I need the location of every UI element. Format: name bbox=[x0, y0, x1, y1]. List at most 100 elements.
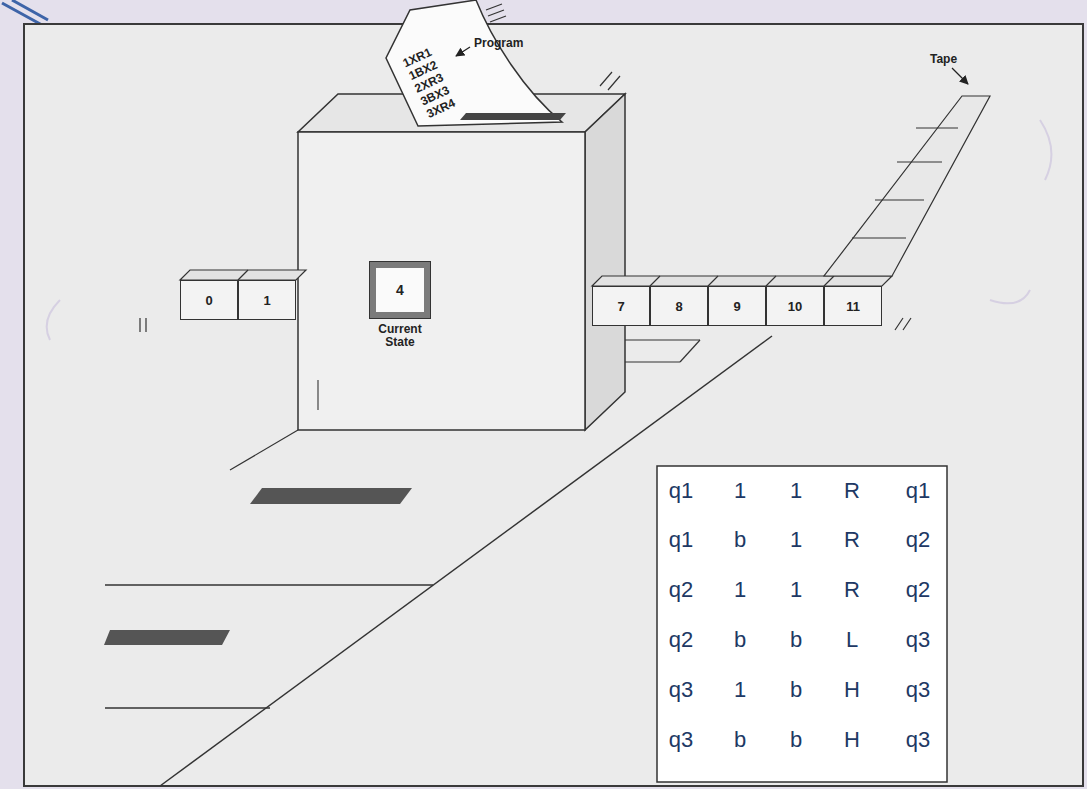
tape-cell: 8 bbox=[650, 286, 708, 326]
table-text: 1 bbox=[734, 677, 746, 702]
table-cell: b bbox=[734, 627, 746, 652]
table-cell: b bbox=[790, 627, 802, 652]
table-text: b bbox=[790, 727, 802, 752]
table-cell: b bbox=[790, 727, 802, 752]
table-text: H bbox=[844, 677, 860, 702]
machine-side bbox=[585, 94, 625, 430]
cell-number: 7 bbox=[617, 299, 624, 314]
table-text: q3 bbox=[906, 727, 930, 752]
table-cell: q2 bbox=[906, 527, 930, 552]
table-text: b bbox=[734, 727, 746, 752]
table-cell: 1 bbox=[790, 527, 802, 552]
table-text: 1 bbox=[734, 478, 746, 503]
table-text: q3 bbox=[669, 727, 693, 752]
state-caption: Current State bbox=[378, 322, 421, 349]
table-text: 1 bbox=[790, 577, 802, 602]
table-cell: R bbox=[844, 527, 860, 552]
table-text: q2 bbox=[906, 577, 930, 602]
table-text: q3 bbox=[906, 627, 930, 652]
shadow bbox=[250, 488, 412, 504]
table-cell: 1 bbox=[790, 577, 802, 602]
receding-tape bbox=[852, 128, 958, 238]
tape-cell: 1 bbox=[238, 280, 296, 320]
table-cell: H bbox=[844, 677, 860, 702]
cell-number: 8 bbox=[675, 299, 682, 314]
table-cell: 1 bbox=[734, 478, 746, 503]
table-text: q3 bbox=[669, 677, 693, 702]
picture-frame bbox=[24, 24, 1083, 786]
shadow bbox=[104, 630, 230, 645]
table-cell: q1 bbox=[669, 478, 693, 503]
table-text: b bbox=[734, 627, 746, 652]
table-cell: b bbox=[734, 727, 746, 752]
cell-number: 11 bbox=[846, 299, 860, 314]
floor-line bbox=[105, 584, 433, 586]
table-cell: q3 bbox=[906, 677, 930, 702]
table-text: b bbox=[790, 627, 802, 652]
program-strip: 1XR1 1BX2 2XR3 3BX3 3XR4 bbox=[398, 42, 460, 123]
tape-cell: 0 bbox=[180, 280, 238, 320]
table-cell: b bbox=[790, 677, 802, 702]
table-text: 1 bbox=[734, 577, 746, 602]
table-text: R bbox=[844, 527, 860, 552]
part-name: Tape bbox=[930, 52, 957, 66]
machine-mark bbox=[317, 380, 318, 410]
table-cell: q3 bbox=[906, 727, 930, 752]
table-text: q2 bbox=[669, 627, 693, 652]
state-caption-box: Current State bbox=[363, 323, 437, 349]
tape-top bbox=[180, 270, 306, 280]
table-text: q3 bbox=[906, 677, 930, 702]
table-text: H bbox=[844, 727, 860, 752]
table-cell: q2 bbox=[669, 627, 693, 652]
state-number: 4 bbox=[396, 282, 404, 298]
table-cell: q2 bbox=[906, 577, 930, 602]
table-text: q1 bbox=[669, 478, 693, 503]
table-cell: q1 bbox=[906, 478, 930, 503]
table-text: q1 bbox=[669, 527, 693, 552]
pen-stroke bbox=[2, 0, 48, 25]
cell-number: 0 bbox=[205, 293, 212, 308]
program-text: 1XR1 1BX2 2XR3 3BX3 3XR4 bbox=[401, 45, 458, 121]
state-display: 4 bbox=[370, 262, 430, 318]
cell-number: 9 bbox=[733, 299, 740, 314]
motion-mark bbox=[486, 4, 506, 22]
leader-arrow bbox=[456, 47, 470, 56]
table-text: L bbox=[846, 627, 858, 652]
floor-line bbox=[105, 707, 270, 709]
table-cell: q1 bbox=[669, 527, 693, 552]
table-cell: 1 bbox=[734, 677, 746, 702]
floor-line bbox=[230, 430, 298, 470]
program-paper bbox=[386, 0, 562, 126]
table-cell: 1 bbox=[790, 478, 802, 503]
table-cell: q3 bbox=[669, 727, 693, 752]
table-text: b bbox=[734, 527, 746, 552]
tape-top bbox=[592, 276, 892, 286]
table-text: q2 bbox=[906, 527, 930, 552]
motion-mark bbox=[600, 72, 620, 90]
table-box bbox=[657, 466, 947, 782]
table-cell: q3 bbox=[669, 677, 693, 702]
part-label: Program bbox=[474, 36, 523, 50]
part-name: Program bbox=[474, 36, 523, 50]
tape-cell: 9 bbox=[708, 286, 766, 326]
cell-number: 10 bbox=[788, 299, 802, 314]
state-window: 4Current State bbox=[363, 262, 437, 349]
table-cell: 1 bbox=[734, 577, 746, 602]
table-text: b bbox=[790, 677, 802, 702]
table-cell: L bbox=[846, 627, 858, 652]
table-text: 1 bbox=[790, 478, 802, 503]
tape-top bbox=[238, 270, 248, 280]
table-cell: H bbox=[844, 727, 860, 752]
tape-cell: 7 bbox=[592, 286, 650, 326]
machine-front bbox=[298, 132, 585, 430]
table-cell: R bbox=[844, 577, 860, 602]
table-text: 1 bbox=[790, 527, 802, 552]
table-cell: R bbox=[844, 478, 860, 503]
cell-number: 1 bbox=[263, 293, 270, 308]
table-cell: q3 bbox=[906, 627, 930, 652]
